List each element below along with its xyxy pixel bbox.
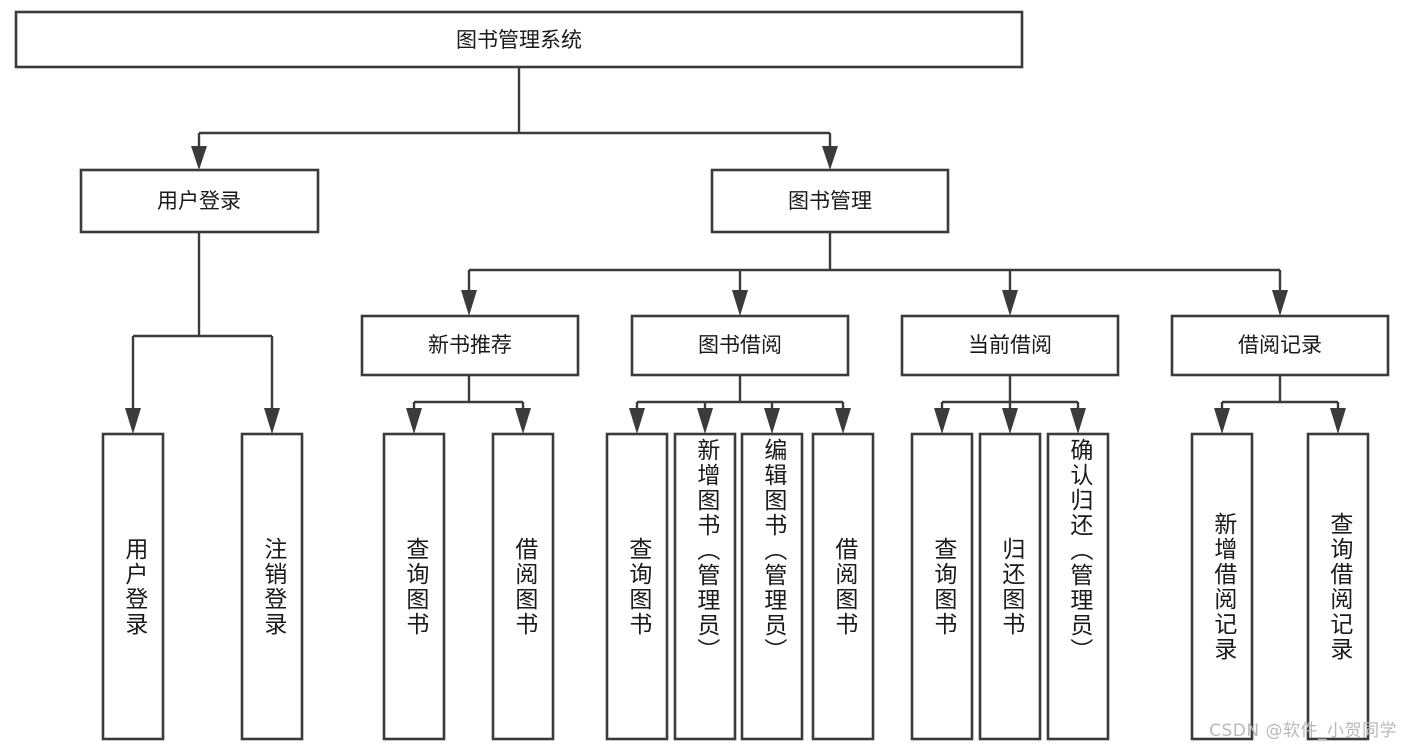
arrow-to-current-borrow xyxy=(1002,290,1018,316)
leaf-box-user-login-logout[interactable] xyxy=(240,432,304,741)
node-label-new-book-recommend: 新书推荐 xyxy=(428,333,512,357)
leaf-box-user-login-login[interactable] xyxy=(101,432,165,741)
arrow-bookborrow-leaf-2 xyxy=(697,408,713,434)
node-borrow-record[interactable] xyxy=(1170,314,1390,377)
node-label-root: 图书管理系统 xyxy=(456,28,582,52)
arrow-to-borrow-record xyxy=(1272,290,1288,316)
node-book-management-system[interactable] xyxy=(14,10,1024,69)
node-book-borrow[interactable] xyxy=(630,314,850,377)
leaf-box-bookborrow-borrow[interactable] xyxy=(811,432,875,741)
node-label-book-management: 图书管理 xyxy=(788,189,872,213)
arrow-to-book-mgmt xyxy=(822,146,838,170)
node-user-login[interactable] xyxy=(79,168,320,234)
node-current-borrow[interactable] xyxy=(900,314,1120,377)
leaf-box-newbook-query[interactable] xyxy=(382,432,446,741)
node-new-book-recommend[interactable] xyxy=(360,314,580,377)
node-book-management[interactable] xyxy=(710,168,950,234)
node-label-user-login: 用户登录 xyxy=(157,189,241,213)
leaf-box-currentborrow-return[interactable] xyxy=(978,432,1042,741)
leaf-box-currentborrow-query[interactable] xyxy=(910,432,974,741)
node-label-book-borrow: 图书借阅 xyxy=(698,333,782,357)
arrow-bookborrow-leaf-3 xyxy=(764,408,780,434)
arrow-to-user-login xyxy=(191,146,207,170)
leaf-box-currentborrow-confirm[interactable] xyxy=(1046,432,1110,741)
arrow-newbook-leaf-1 xyxy=(406,408,422,434)
leaf-box-bookborrow-query[interactable] xyxy=(605,432,669,741)
arrow-currentborrow-leaf-1 xyxy=(934,408,950,434)
leaf-box-bookborrow-add[interactable] xyxy=(673,432,737,741)
arrow-bookborrow-leaf-1 xyxy=(629,408,645,434)
leaf-box-borrowrecord-query[interactable] xyxy=(1306,432,1370,741)
arrow-newbook-leaf-2 xyxy=(515,408,531,434)
node-label-current-borrow: 当前借阅 xyxy=(968,333,1052,357)
arrow-to-new-book xyxy=(461,290,477,316)
arrow-borrowrecord-leaf-1 xyxy=(1214,408,1230,434)
leaf-box-newbook-borrow[interactable] xyxy=(491,432,555,741)
node-label-borrow-record: 借阅记录 xyxy=(1238,333,1322,357)
arrow-to-book-borrow xyxy=(732,290,748,316)
arrow-borrowrecord-leaf-2 xyxy=(1330,408,1346,434)
nodes-layer: 图书管理系统 用户登录 图书管理 新书推荐 图书借阅 当前借阅 借阅记录 xyxy=(14,10,1390,741)
csdn-watermark: CSDN @软件_小贺同学 xyxy=(1209,721,1397,741)
arrow-userlogin-leaf-2 xyxy=(264,408,280,434)
arrow-currentborrow-leaf-3 xyxy=(1070,408,1086,434)
edges-layer xyxy=(125,67,1346,434)
arrow-currentborrow-leaf-2 xyxy=(1002,408,1018,434)
arrow-userlogin-leaf-1 xyxy=(125,408,141,434)
leaf-box-borrowrecord-add[interactable] xyxy=(1190,432,1254,741)
arrow-bookborrow-leaf-4 xyxy=(835,408,851,434)
leaf-box-bookborrow-edit[interactable] xyxy=(740,432,804,741)
